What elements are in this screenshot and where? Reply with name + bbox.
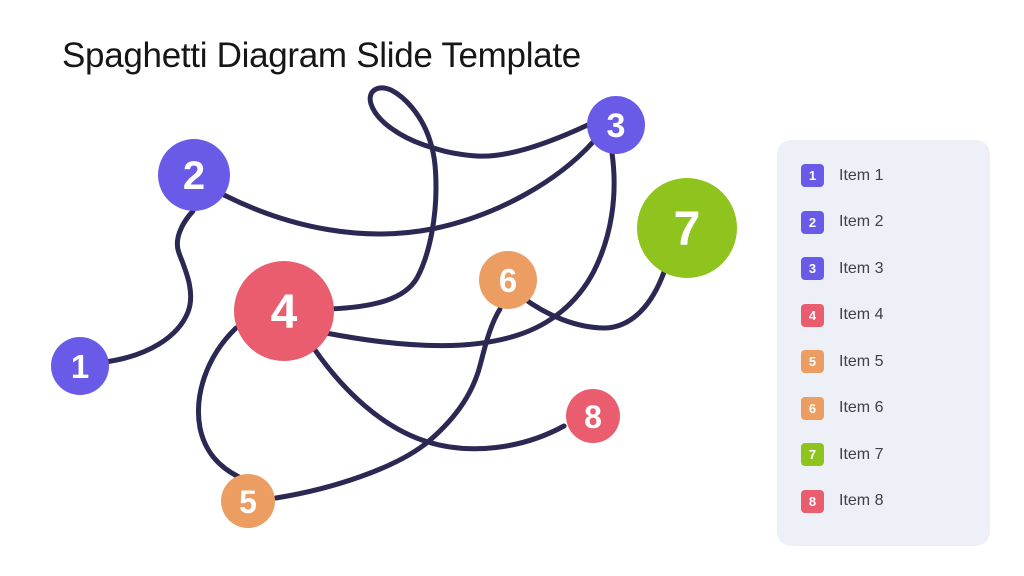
node-1-number: 1 [71, 348, 89, 385]
node-2-circle[interactable] [158, 139, 230, 211]
legend-panel: 1 Item 1 2 Item 2 3 Item 3 4 Item 4 5 It… [777, 140, 990, 546]
legend-badge-8: 8 [801, 489, 824, 513]
legend-label-2: Item 2 [839, 213, 884, 230]
node-4-number: 4 [271, 286, 298, 339]
node-1[interactable]: 1 [51, 337, 109, 395]
node-4-circle[interactable] [234, 261, 334, 361]
connector-3-4 [323, 150, 617, 349]
node-8-number: 8 [584, 399, 602, 435]
legend-badge-5: 5 [801, 350, 824, 373]
node-6-circle[interactable] [479, 251, 537, 309]
connector-3-loop-4 [327, 85, 595, 312]
legend-badge-2: 2 [801, 210, 824, 234]
node-5[interactable]: 5 [221, 474, 275, 528]
node-5-number: 5 [239, 484, 257, 520]
legend-badge-3: 3 [801, 257, 824, 280]
legend-item-4[interactable]: 4 Item 4 [801, 303, 990, 327]
legend-label-8: Item 8 [839, 492, 884, 509]
node-7[interactable]: 7 [637, 178, 737, 278]
legend-item-2[interactable]: 2 Item 2 [801, 210, 990, 234]
connector-1-2 [102, 208, 196, 365]
slide-title: Spaghetti Diagram Slide Template [62, 36, 581, 75]
connector-4-5 [196, 325, 242, 480]
legend-item-1[interactable]: 1 Item 1 [801, 164, 990, 187]
node-8-circle[interactable] [566, 389, 620, 443]
node-8[interactable]: 8 [566, 389, 620, 443]
connector-5-6 [273, 306, 503, 501]
legend-badge-6: 6 [801, 396, 824, 420]
node-6-number: 6 [499, 262, 517, 299]
legend-label-6: Item 6 [839, 399, 884, 416]
node-5-circle[interactable] [221, 474, 275, 528]
legend-label-4: Item 4 [839, 306, 884, 323]
node-3[interactable]: 3 [587, 96, 645, 154]
legend-badge-4: 4 [801, 303, 824, 327]
connector-2-3 [221, 139, 596, 237]
node-6[interactable]: 6 [479, 251, 537, 309]
node-3-number: 3 [607, 107, 626, 145]
node-3-circle[interactable] [587, 96, 645, 154]
legend-label-1: Item 1 [839, 166, 884, 184]
node-2-number: 2 [183, 154, 205, 198]
node-4[interactable]: 4 [234, 261, 334, 361]
legend-item-8[interactable]: 8 Item 8 [801, 489, 990, 513]
legend-item-3[interactable]: 3 Item 3 [801, 257, 990, 280]
legend-item-7[interactable]: 7 Item 7 [801, 443, 990, 466]
legend-label-3: Item 3 [839, 259, 884, 277]
legend-item-6[interactable]: 6 Item 6 [801, 396, 990, 420]
node-7-circle[interactable] [637, 178, 737, 278]
node-1-circle[interactable] [51, 337, 109, 395]
node-2[interactable]: 2 [158, 139, 230, 211]
connector-6-7 [519, 269, 667, 331]
legend-label-5: Item 5 [839, 352, 884, 370]
legend-badge-7: 7 [801, 443, 824, 466]
legend-item-5[interactable]: 5 Item 5 [801, 350, 990, 373]
node-7-number: 7 [674, 203, 701, 256]
legend-badge-1: 1 [801, 164, 824, 187]
legend-label-7: Item 7 [839, 445, 884, 463]
